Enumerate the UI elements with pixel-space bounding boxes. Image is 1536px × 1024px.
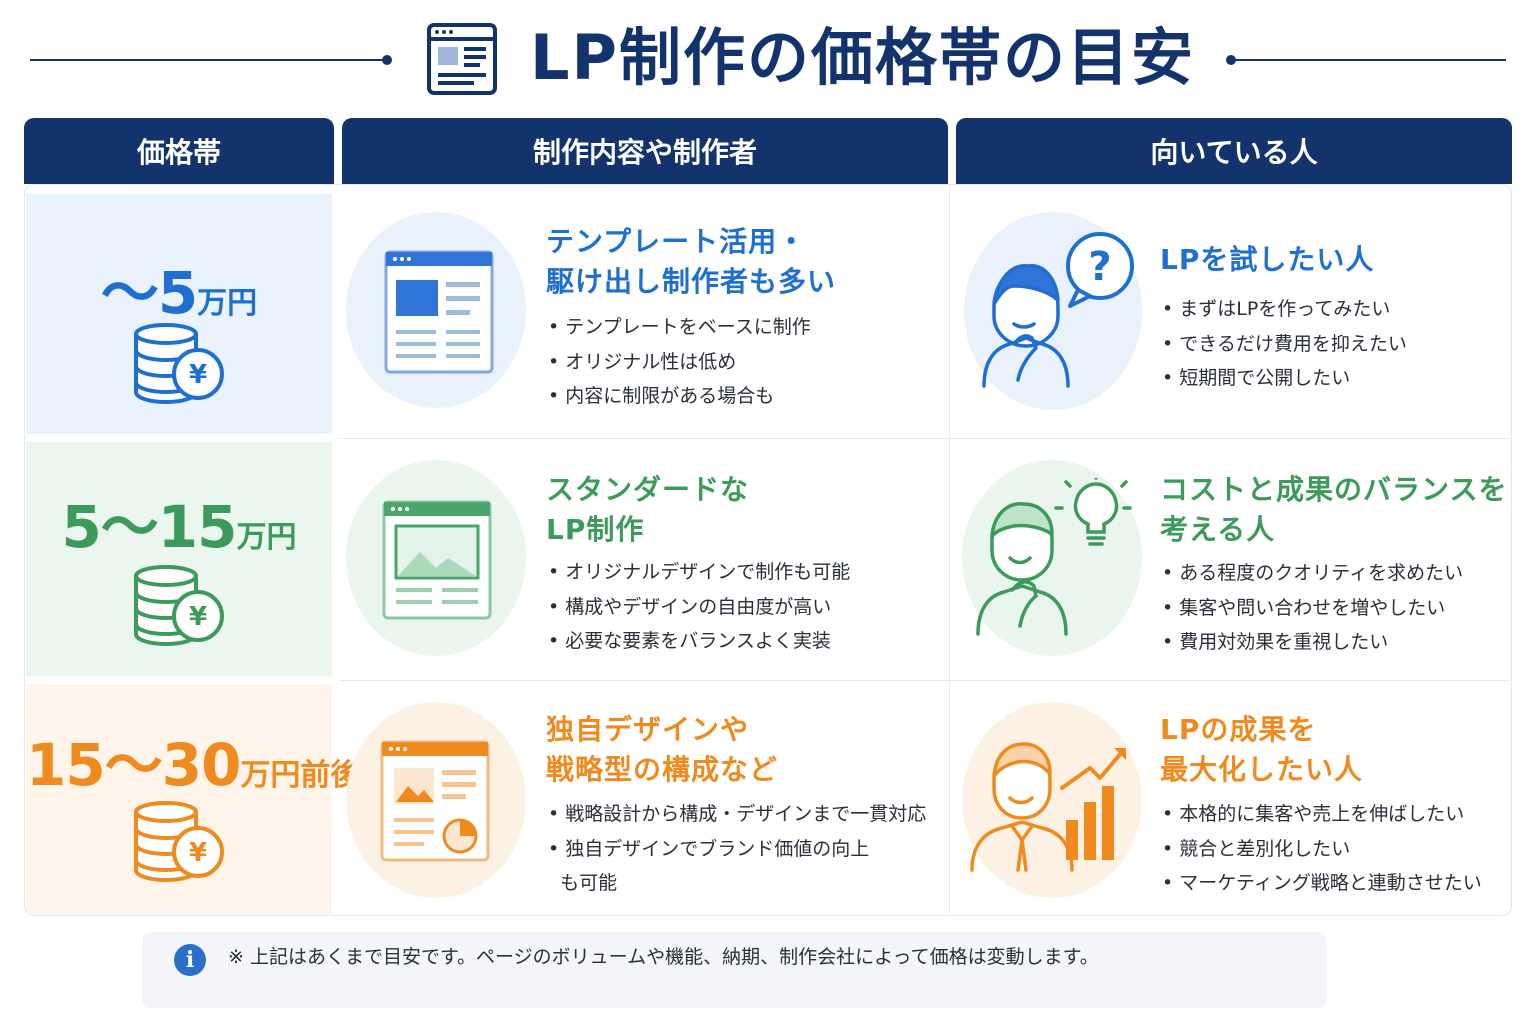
info-icon: i [174, 944, 206, 976]
title-row: LP制作の価格帯の目安 [0, 0, 1536, 118]
disclaimer-note: i ※ 上記はあくまで目安です。ページのボリュームや機能、納期、制作会社によって… [142, 932, 1326, 1008]
list-item: まずはLPを作ってみたい [1162, 292, 1407, 327]
list-item: ある程度のクオリティを求めたい [1162, 556, 1463, 591]
disclaimer-text: ※ 上記はあくまで目安です。ページのボリュームや機能、納期、制作会社によって価格… [228, 946, 1099, 968]
webpage-icon [427, 23, 497, 95]
yen-symbol: ¥ [189, 838, 207, 868]
thinking-person-icon: ? [982, 232, 1134, 388]
column-divider [949, 186, 950, 914]
businessman-growth-icon [970, 742, 1126, 872]
title-rule-dot-left [382, 55, 392, 65]
custom-design-page-icon [380, 740, 490, 862]
list-item: 集客や問い合わせを増やしたい [1162, 591, 1463, 626]
yen-coin-stack-icon: ¥ [134, 323, 224, 404]
yen-coin-stack-icon: ¥ [134, 565, 224, 646]
list-item: できるだけ費用を抑えたい [1162, 327, 1407, 362]
price-label-3: 15～30万円前後 [26, 731, 361, 799]
title-rule-right [1234, 59, 1506, 61]
list-item: 本格的に集客や売上を伸ばしたい [1162, 797, 1482, 832]
price-cell-2: 5～15万円 ¥ [26, 442, 332, 676]
page-title: LP制作の価格帯の目安 [530, 21, 1195, 94]
content-bullets-3: 戦略設計から構成・デザインまで一貫対応 独自デザインでブランド価値の向上 も可能 [548, 797, 926, 901]
content-bullets-2: オリジナルデザインで制作も可能 構成やデザインの自由度が高い 必要な要素をバラン… [548, 555, 850, 659]
content-bullets-1: テンプレートをベースに制作 オリジナル性は低め 内容に制限がある場合も [548, 310, 811, 414]
list-item: オリジナル性は低め [548, 345, 811, 380]
title-rule-left [30, 59, 386, 61]
list-item: 競合と差別化したい [1162, 832, 1482, 867]
list-item: 内容に制限がある場合も [548, 379, 811, 414]
content-heading-3: 独自デザインや 戦略型の構成など [546, 713, 779, 786]
list-item: 必要な要素をバランスよく実装 [548, 624, 850, 659]
title-rule-dot-right [1226, 55, 1236, 65]
list-item: 戦略設計から構成・デザインまで一貫対応 [548, 797, 926, 832]
person-heading-1: LPを試したい人 [1160, 243, 1375, 276]
header-target: 向いている人 [956, 118, 1512, 184]
yen-symbol: ¥ [189, 602, 207, 632]
list-item: オリジナルデザインで制作も可能 [548, 555, 850, 590]
person-bullets-3: 本格的に集客や売上を伸ばしたい 競合と差別化したい マーケティング戦略と連動させ… [1162, 797, 1482, 901]
list-item: も可能 [560, 872, 618, 894]
list-item: 構成やデザインの自由度が高い [548, 590, 850, 625]
svg-text:?: ? [1088, 244, 1111, 290]
row-divider [340, 438, 1510, 439]
content-heading-1: テンプレート活用・ 駆け出し制作者も多い [546, 225, 837, 298]
person-bullets-1: まずはLPを作ってみたい できるだけ費用を抑えたい 短期間で公開したい [1162, 292, 1407, 396]
price-label-2: 5～15万円 [61, 493, 297, 561]
header-content: 制作内容や制作者 [342, 118, 948, 184]
header-price: 価格帯 [24, 118, 334, 184]
price-cell-1: ～5万円 ¥ [26, 194, 332, 434]
price-cell-3: 15～30万円前後 ¥ [26, 684, 361, 914]
list-item: 短期間で公開したい [1162, 361, 1407, 396]
price-label-1: ～5万円 [100, 259, 258, 327]
template-page-icon [384, 250, 494, 374]
list-item: 費用対効果を重視したい [1162, 625, 1463, 660]
standard-page-icon [382, 500, 492, 620]
person-bullets-2: ある程度のクオリティを求めたい 集客や問い合わせを増やしたい 費用対効果を重視し… [1162, 556, 1463, 660]
list-item: マーケティング戦略と連動させたい [1162, 866, 1481, 901]
yen-coin-stack-icon: ¥ [134, 801, 224, 882]
row-divider [340, 680, 1510, 681]
yen-symbol: ¥ [189, 360, 207, 390]
list-item: 独自デザインでブランド価値の向上 [548, 832, 926, 867]
person-heading-2: コストと成果のバランスを 考える人 [1160, 473, 1508, 546]
balancing-person-icon [976, 478, 1132, 636]
list-item: テンプレートをベースに制作 [548, 310, 810, 345]
person-heading-3: LPの成果を 最大化したい人 [1160, 713, 1364, 786]
content-heading-2: スタンダードな LP制作 [546, 473, 750, 546]
